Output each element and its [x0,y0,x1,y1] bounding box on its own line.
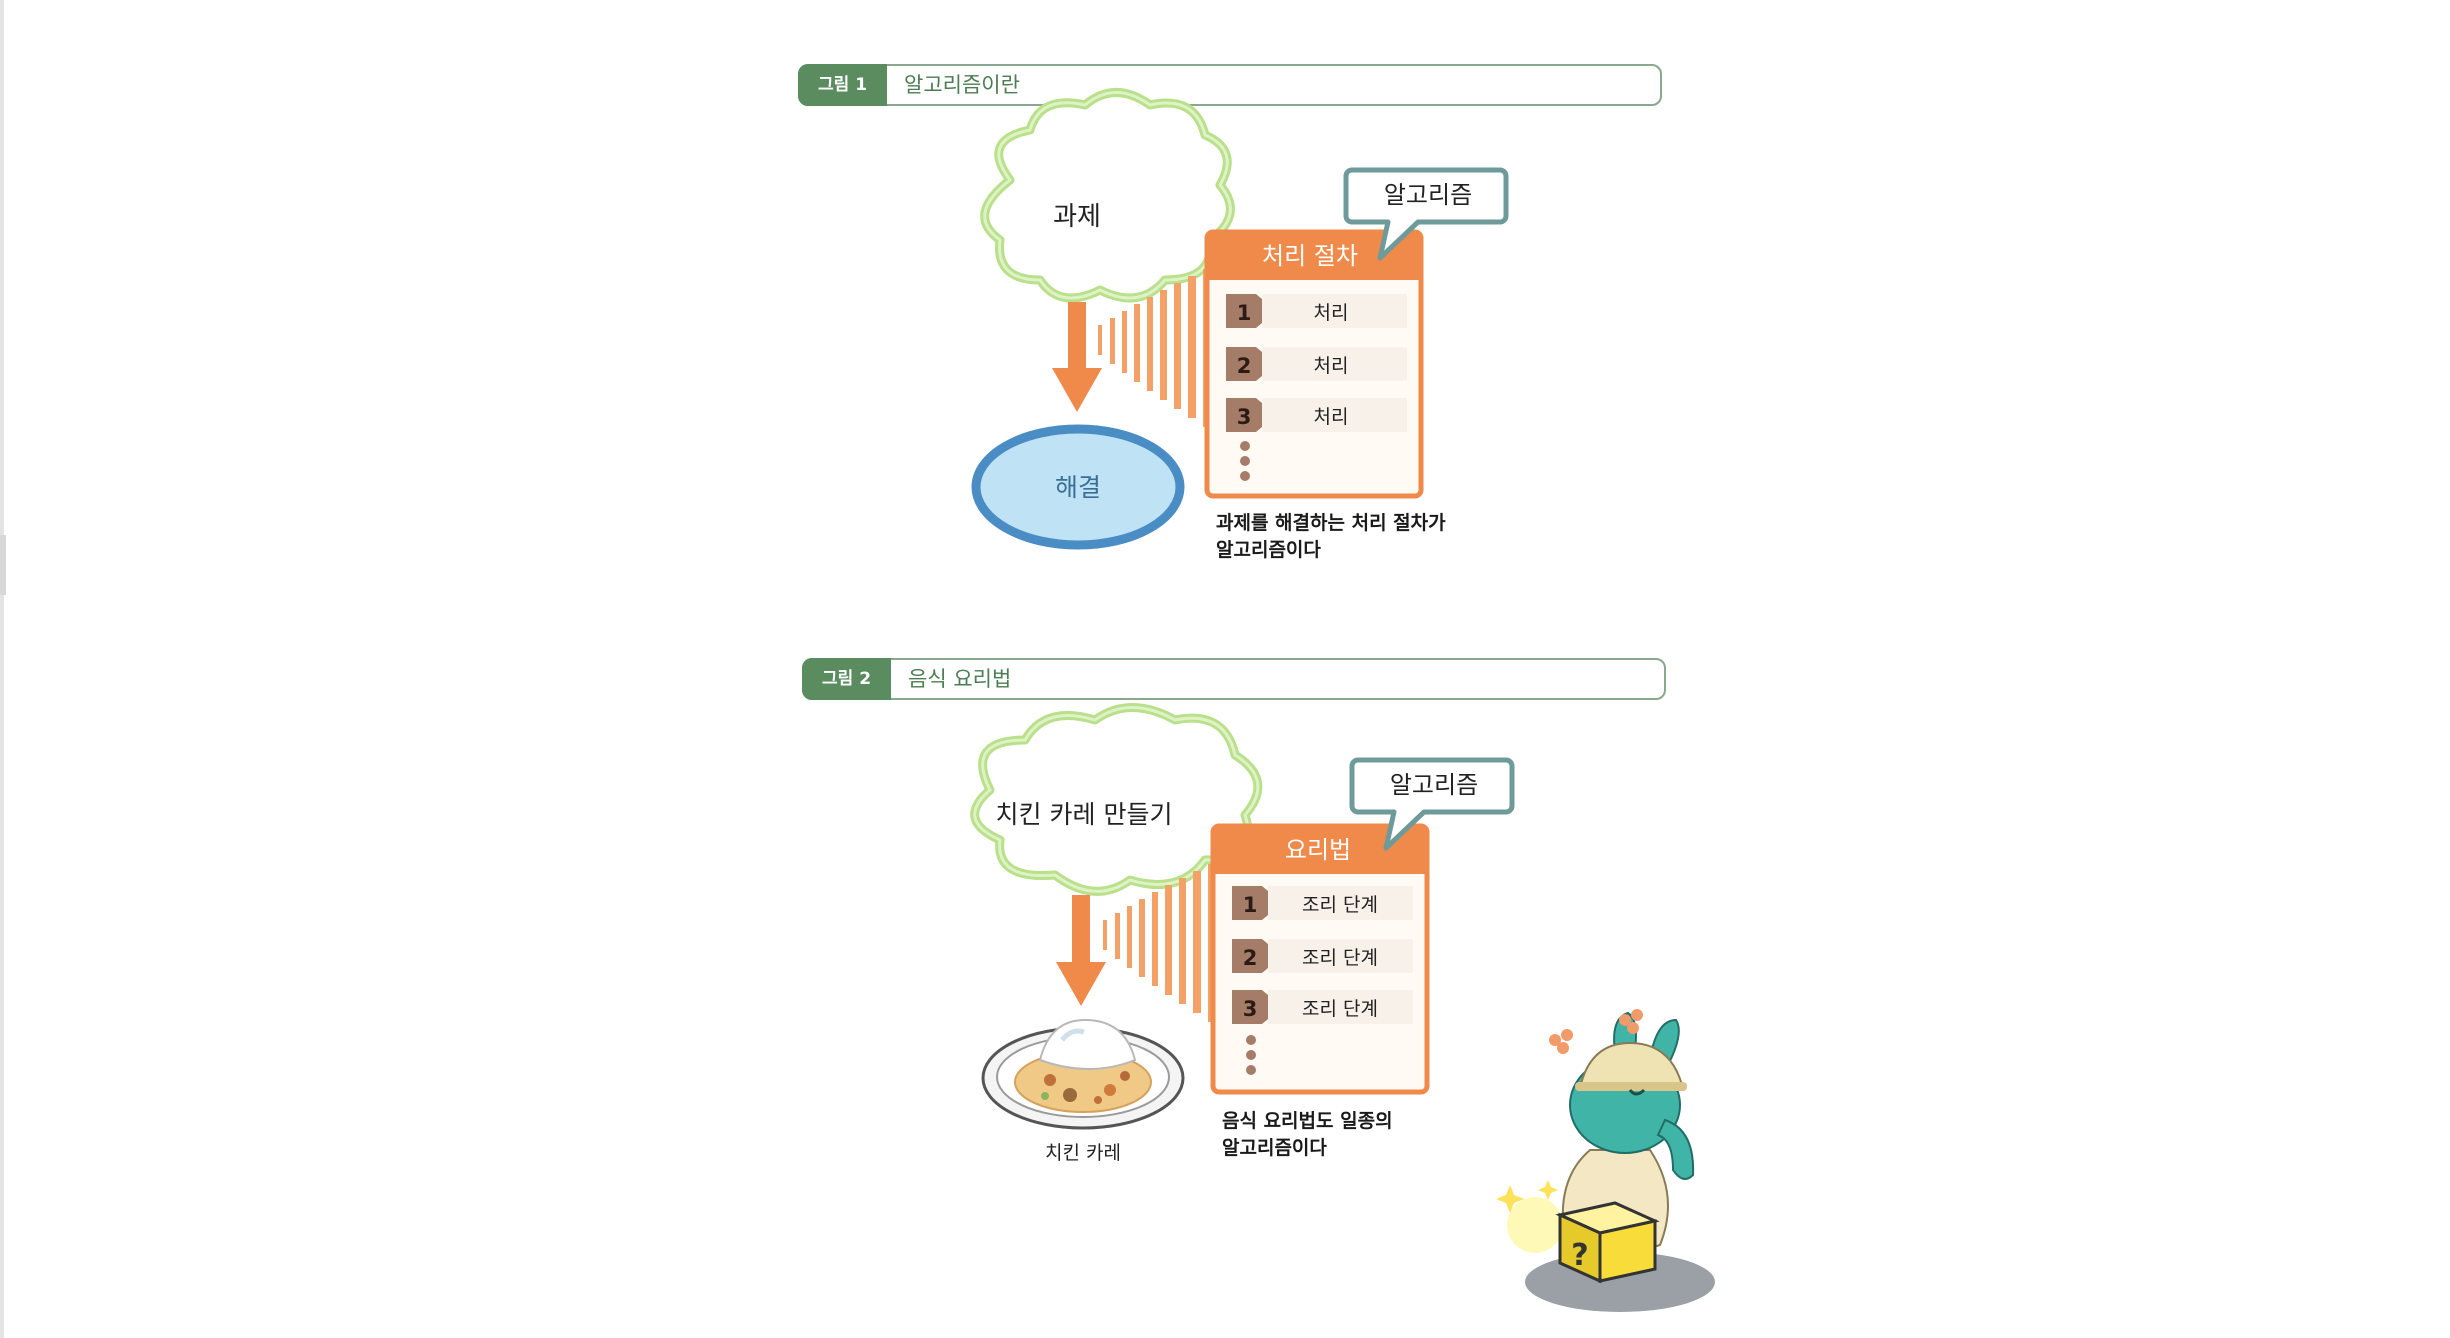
page-edge [0,0,4,1338]
figure2-title: 음식 요리법 [908,667,1012,691]
figure1-algorithm-bubble [1343,167,1509,261]
figure2-header: 그림 2 음식 요리법 [802,658,1666,700]
figure2-tag: 그림 2 [802,658,892,700]
figure1-caption-line1: 과제를 해결하는 처리 절차가 [1216,512,1446,534]
figure2-step-row [1232,990,1413,1024]
figure2-algorithm-bubble [1349,757,1515,851]
figure1-step-text: 처리 [1314,355,1349,377]
figure2-step-text: 조리 단계 [1302,998,1378,1020]
figure1-step-row [1226,398,1407,432]
figure2-procedure-title: 요리법 [1285,836,1351,864]
figure1-step-number: 2 [1237,354,1252,378]
figure1-header: 그림 1 알고리즘이란 [798,64,1662,106]
figure1-step-number: 1 [1237,301,1252,325]
figure2-step-row [1232,886,1413,920]
figure2-step-number: 1 [1243,893,1258,917]
figure1-procedure-title: 처리 절차 [1262,242,1358,270]
figure1-step-row [1226,294,1407,328]
figure1-solution-ellipse [971,424,1185,550]
figure2-caption-line1: 음식 요리법도 일종의 [1222,1110,1393,1132]
figure2-task-label: 치킨 카레 만들기 [996,800,1173,829]
figure2-continuation-dots [1246,1035,1256,1075]
figure1-down-arrow [1052,302,1102,412]
figure1-solution-label: 해결 [1055,473,1101,502]
figure1-task-label: 과제 [1053,202,1101,232]
figure1-step-row [1226,347,1407,381]
mascot-box-glyph: ? [1571,1238,1588,1273]
figure1-task-cloud [980,88,1235,303]
figure2-caption: 음식 요리법도 일종의 알고리즘이다 [1222,1108,1393,1162]
figure1-step-text: 처리 [1314,406,1349,428]
figure2-down-arrow [1056,895,1106,1006]
page-edge-mark [0,535,6,595]
dish-label: 치킨 카레 [1045,1142,1121,1164]
figure1-title: 알고리즘이란 [904,73,1020,97]
figure2-step-row [1232,939,1413,973]
figure2-step-number: 3 [1243,997,1258,1021]
figure2-step-text: 조리 단계 [1302,947,1378,969]
figure1-caption-line2: 알고리즘이다 [1216,539,1321,561]
figure1-algorithm-bubble-text: 알고리즘 [1384,181,1472,209]
mascot-illustration: ? [1496,1009,1715,1312]
figure2-task-cloud [970,703,1263,896]
figure1-continuation-dots [1240,441,1250,481]
figure2-step-number: 2 [1243,946,1258,970]
figure1-caption: 과제를 해결하는 처리 절차가 알고리즘이다 [1216,510,1446,564]
figure1-step-text: 처리 [1314,302,1349,324]
figure2-step-text: 조리 단계 [1302,894,1378,916]
figure1-step-number: 3 [1237,405,1252,429]
chicken-curry-illustration [981,1018,1185,1130]
figure1-tag: 그림 1 [798,64,888,106]
figure2-algorithm-bubble-text: 알고리즘 [1390,771,1478,799]
figure2-caption-line2: 알고리즘이다 [1222,1137,1327,1159]
